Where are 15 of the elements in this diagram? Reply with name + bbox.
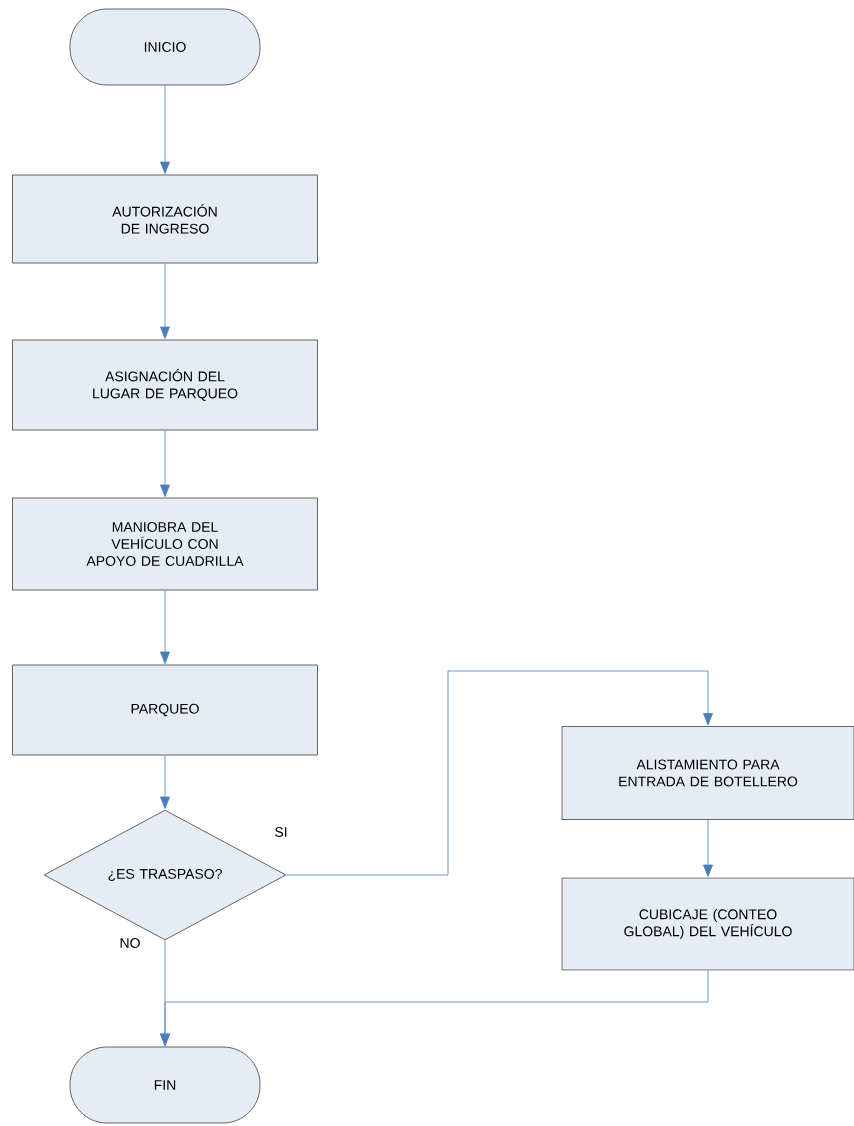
arrow	[160, 85, 170, 174]
process-box: ASIGNACIÓN DEL LUGAR DE PARQUEO	[12, 339, 318, 431]
process-box: AUTORIZACIÓN DE INGRESO	[12, 174, 318, 264]
arrow	[160, 590, 170, 664]
arrow	[160, 430, 170, 497]
process-box: PARQUEO	[12, 664, 318, 756]
arrow	[160, 755, 170, 809]
arrow	[703, 819, 713, 877]
arrow	[286, 670, 713, 876]
arrow	[160, 263, 170, 339]
edge-label: SI	[273, 826, 289, 838]
process-box: MANIOBRA DEL VEHÍCULO CON APOYO DE CUADRILLA	[12, 497, 318, 591]
process-box: ALISTAMIENTO PARA ENTRADA DE BOTELLERO	[561, 726, 854, 820]
process-box: CUBICAJE (CONTEO GLOBAL) DEL VEHÍCULO	[561, 877, 854, 971]
arrow	[160, 970, 709, 1046]
